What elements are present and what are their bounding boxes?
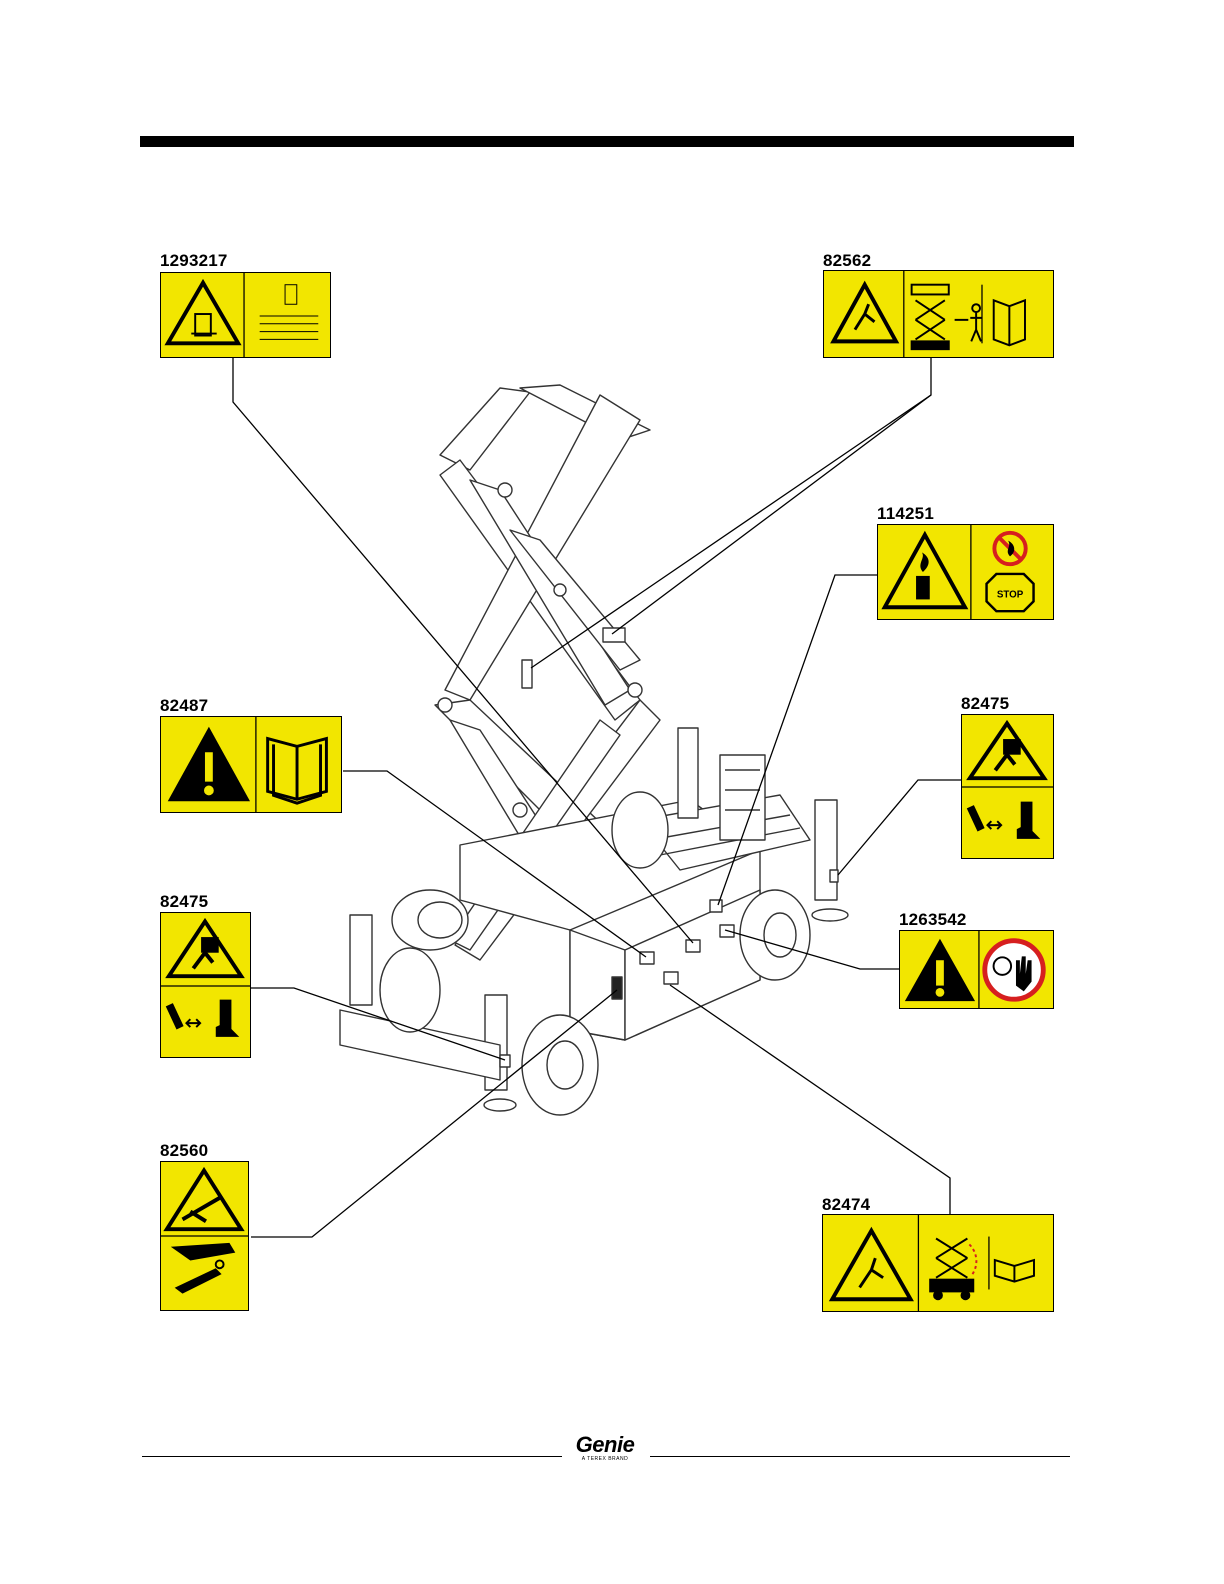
warning-triangle-icon (168, 727, 250, 801)
genie-logo: Genie A TEREX BRAND (560, 1434, 650, 1462)
decal-82475-left (160, 912, 251, 1058)
decal-82474 (822, 1214, 1054, 1312)
decal-number: 82487 (160, 697, 208, 715)
decal-number: 82562 (823, 252, 871, 270)
no-flame-icon (994, 533, 1025, 564)
decal-number: 82475 (961, 695, 1009, 713)
decal-82475-right (961, 714, 1054, 859)
footer-rule-left (142, 1456, 562, 1457)
fall-hazard-icon (824, 271, 1053, 357)
logo-tagline: A TEREX BRAND (560, 1456, 650, 1462)
stop-sign-text: STOP (997, 589, 1024, 600)
decal-82562 (823, 270, 1054, 358)
fire-hazard-icon (885, 535, 965, 607)
crush-hazard-icon (970, 723, 1044, 778)
decal-number: 1293217 (160, 252, 228, 270)
decal-number: 82475 (160, 893, 208, 911)
manual-book-icon (268, 739, 327, 804)
decal-82560 (160, 1161, 249, 1311)
decal-number: 82560 (160, 1142, 208, 1160)
decal-number: 1263542 (899, 911, 967, 929)
decal-82487 (160, 716, 342, 813)
crush-hazard-icon (169, 921, 241, 976)
decal-number: 114251 (877, 505, 934, 523)
manual-book-icon (995, 1260, 1034, 1282)
logo-wordmark: Genie (560, 1434, 650, 1456)
decal-1263542 (899, 930, 1054, 1009)
warning-triangle-icon (161, 273, 330, 357)
decal-number: 82474 (822, 1196, 870, 1214)
decal-1293217 (160, 272, 331, 358)
warning-triangle-icon (905, 939, 975, 1001)
no-touch-icon (985, 941, 1043, 999)
footer-rule-right (650, 1456, 1070, 1457)
decal-114251: STOP (877, 524, 1054, 620)
warning-triangle-icon (167, 1171, 241, 1230)
fall-hazard-icon (832, 1231, 910, 1300)
